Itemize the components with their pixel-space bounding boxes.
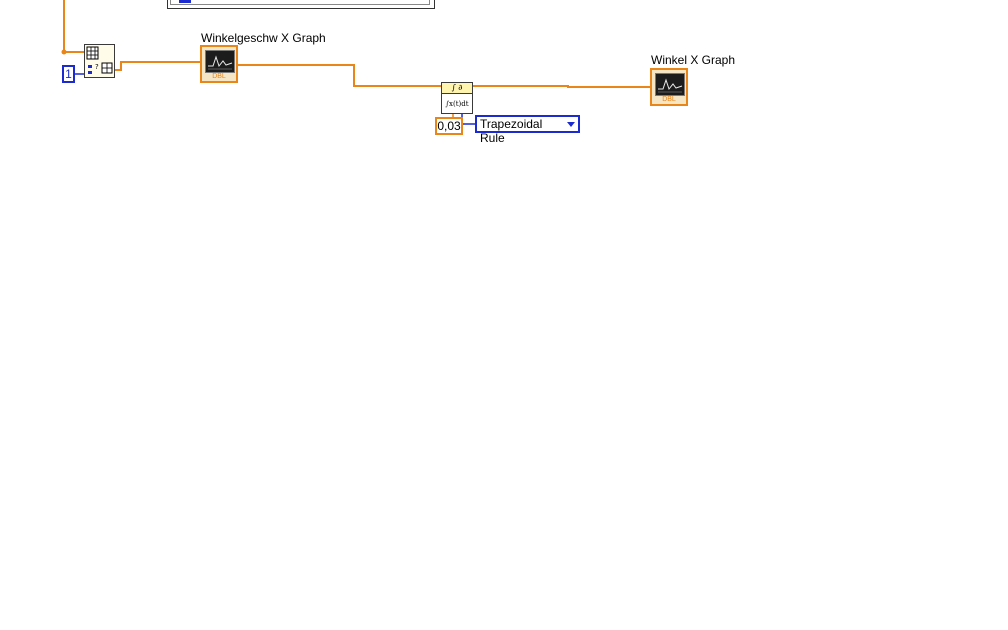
integration-method-value: Trapezoidal Rule [480,117,543,145]
index-array-icon: ? [86,46,113,74]
dt-constant[interactable]: 0,03 [435,117,463,135]
integration-method-enum[interactable]: Trapezoidal Rule [475,115,580,145]
index-array-node[interactable]: ? [84,44,115,78]
svg-text:?: ? [95,63,99,71]
wire-subvi-to-graph1[interactable] [115,61,201,71]
wire-input-array[interactable] [63,0,84,53]
graph2-type-label: DBL [662,96,676,103]
dt-constant-value: 0,03 [437,119,461,133]
integral-body: ∫x(t)dt [445,100,469,108]
integral-node[interactable]: ∫ ∂ ∫x(t)dt [441,82,473,114]
graph2-label: Winkel X Graph [651,53,736,67]
wire-graph1-to-integral[interactable] [238,64,441,87]
graph-icon [655,73,685,96]
winkelgeschw-x-graph-terminal[interactable]: DBL [200,45,238,83]
blue-terminal-fragment [179,0,191,3]
wire-junction-dot [61,49,67,55]
winkel-x-graph-terminal[interactable]: DBL [650,68,688,106]
wire-integral-to-graph2[interactable] [473,85,650,88]
integral-header: ∫ ∂ [442,83,472,94]
chevron-down-icon[interactable] [567,122,575,127]
index-constant[interactable]: 1 [62,65,75,83]
graph1-label: Winkelgeschw X Graph [201,31,326,45]
graph1-type-label: DBL [212,73,226,80]
structure-frame-inner-edge [170,0,430,5]
index-constant-value: 1 [65,67,72,81]
graph-icon [205,50,235,73]
